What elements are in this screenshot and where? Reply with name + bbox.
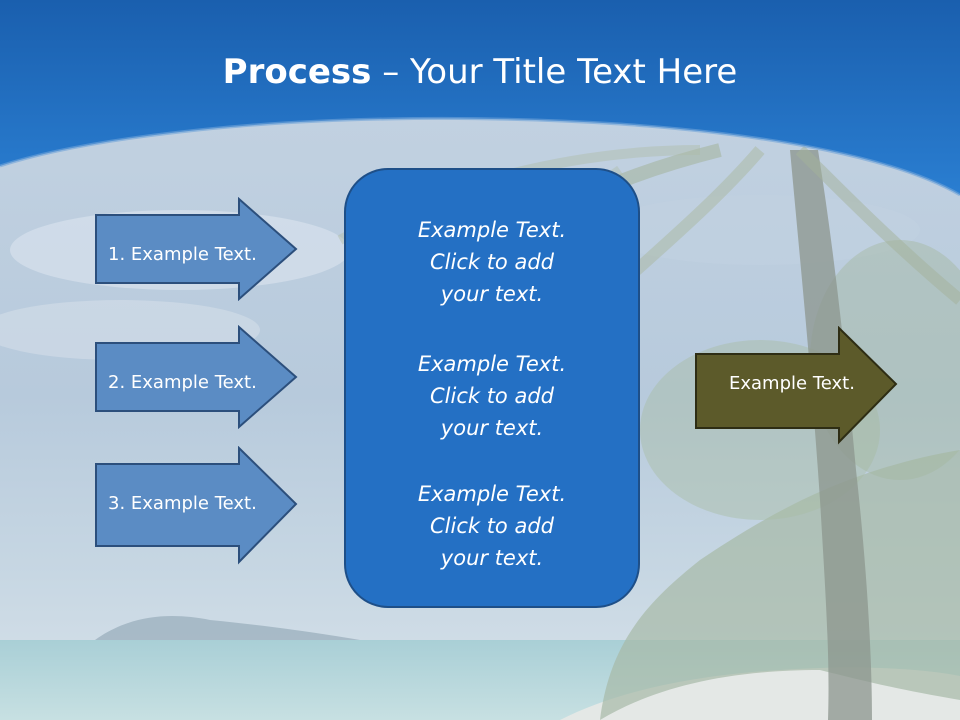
left-arrow-1-label: 1. Example Text. xyxy=(108,244,257,265)
block-2-line-3: your text. xyxy=(440,416,544,440)
left-arrow-2-label: 2. Example Text. xyxy=(108,372,257,393)
block-1-line-2: Click to add xyxy=(429,250,554,274)
left-arrow-3-label: 3. Example Text. xyxy=(108,493,257,514)
title-bold: Process xyxy=(222,52,372,92)
right-arrow-label: Example Text. xyxy=(729,373,855,394)
center-block-3: Example Text. Click to add your text. xyxy=(346,478,638,574)
block-2-line-1: Example Text. xyxy=(417,352,567,376)
block-1-line-1: Example Text. xyxy=(417,218,567,242)
left-arrow-3[interactable] xyxy=(94,446,300,566)
center-block-1: Example Text. Click to add your text. xyxy=(346,214,638,310)
block-3-line-1: Example Text. xyxy=(417,482,567,506)
block-3-line-2: Click to add xyxy=(429,514,554,538)
center-block-2: Example Text. Click to add your text. xyxy=(346,348,638,444)
right-arrow[interactable] xyxy=(694,326,900,446)
block-1-line-3: your text. xyxy=(440,282,544,306)
title-dash: – xyxy=(371,52,411,92)
center-text-box[interactable]: Example Text. Click to add your text. Ex… xyxy=(344,168,640,608)
title-rest: Your Title Text Here xyxy=(410,52,738,92)
block-3-line-3: your text. xyxy=(440,546,544,570)
left-arrow-2[interactable] xyxy=(94,325,300,429)
left-arrow-1[interactable] xyxy=(94,197,300,301)
block-2-line-2: Click to add xyxy=(429,384,554,408)
page-title: Process – Your Title Text Here xyxy=(0,52,960,92)
